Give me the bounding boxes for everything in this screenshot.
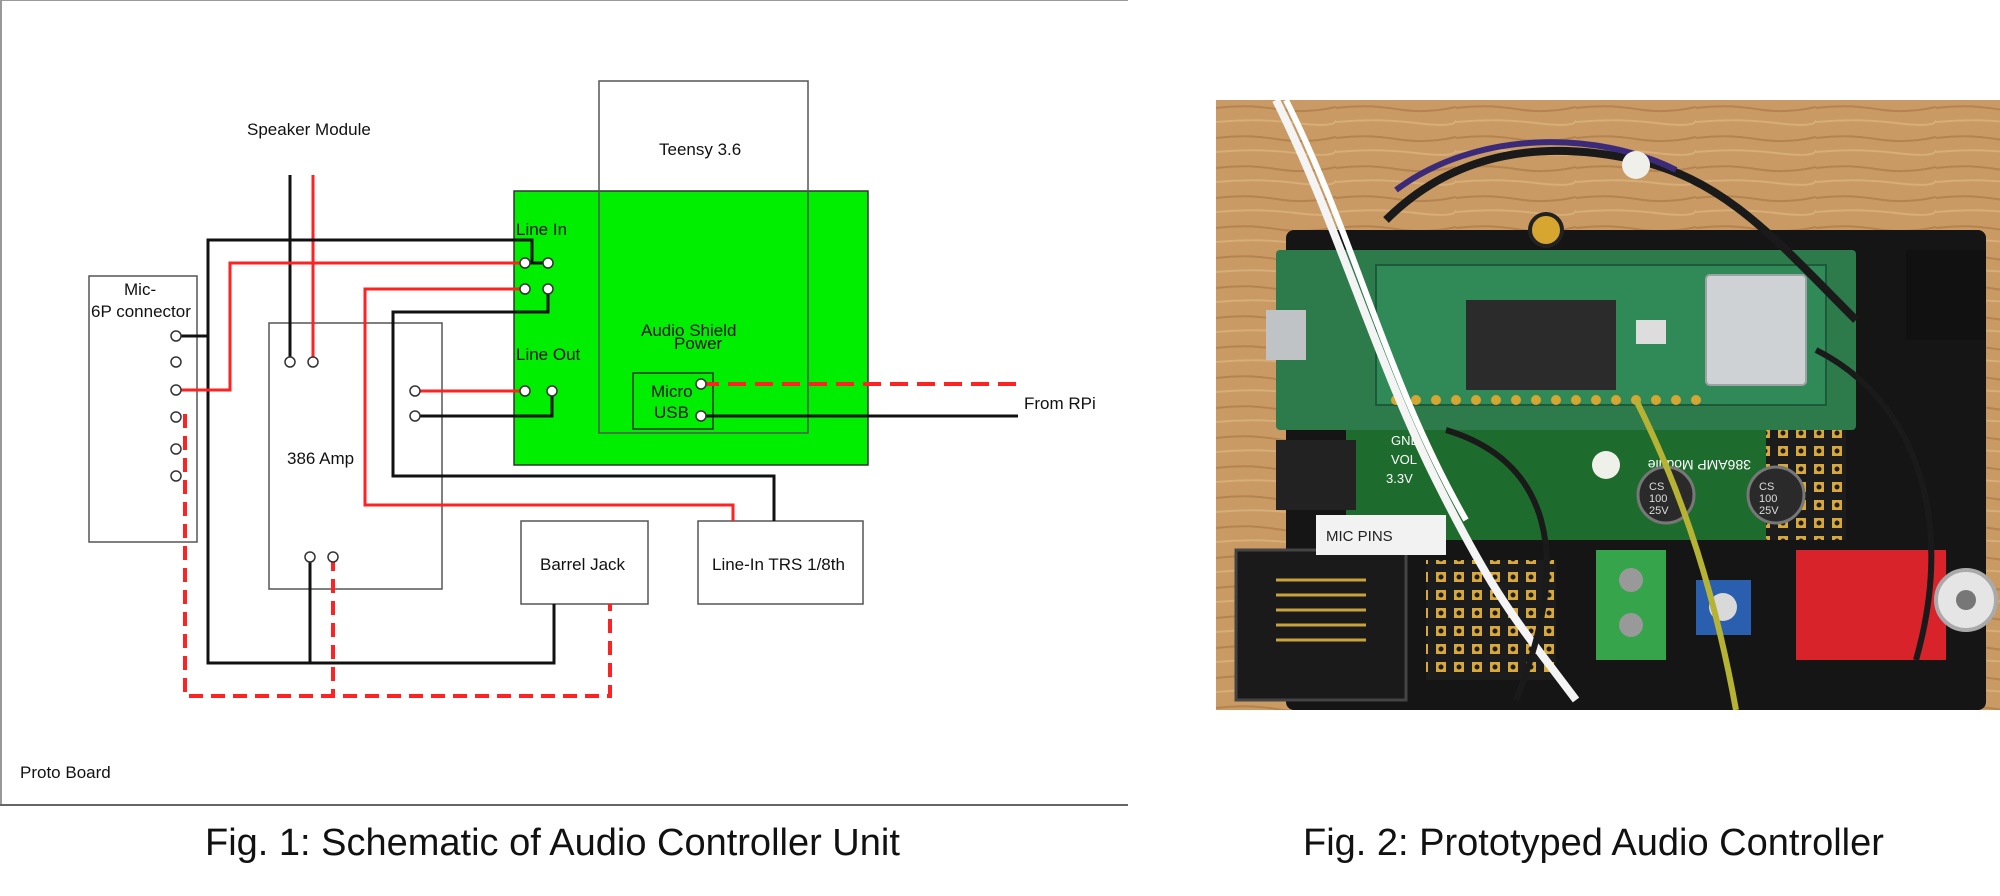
- prototype-photo: 386AMP Module GND VOL 3.3V MIC PINS CS 1…: [1216, 100, 2000, 710]
- mic-label-line2: 6P connector: [91, 302, 191, 321]
- zip-tie-1: [1622, 151, 1650, 179]
- black-wire-2: [1814, 347, 1935, 661]
- mic-label-line1: Mic-: [124, 280, 156, 299]
- mic-connector-box: [88, 275, 198, 543]
- amp-box: [268, 322, 443, 590]
- trs-black-wire: [391, 287, 776, 521]
- figure-1-caption: Fig. 1: Schematic of Audio Controller Un…: [205, 822, 900, 864]
- rca-jack: [1796, 550, 1946, 660]
- micro-usb-label-line1: Micro: [651, 382, 693, 401]
- micro-usb-label-line2: USB: [654, 403, 689, 422]
- black-wire-3: [1445, 427, 1550, 702]
- rj-contacts: [1276, 578, 1366, 642]
- line-in-label: Line In: [516, 220, 567, 239]
- line-out-label: Line Out: [516, 345, 581, 364]
- teensy-button: [1636, 320, 1666, 344]
- from-rpi-label: From RPi: [1024, 394, 1096, 413]
- capacitor-2-label-c: 25V: [1759, 505, 1779, 517]
- white-wire-1: [1272, 100, 1580, 703]
- capacitor-1-label-a: CS: [1649, 481, 1664, 493]
- zip-tie-2: [1592, 451, 1620, 479]
- proto-board-label: Proto Board: [20, 763, 111, 782]
- capacitor-2-label-a: CS: [1759, 481, 1774, 493]
- mounting-hole: [1528, 212, 1564, 248]
- teensy-chip: [1466, 300, 1616, 390]
- line-out-black-wire: [415, 391, 554, 418]
- teensy-pin-row: [1391, 395, 1701, 405]
- audio-shield-label-line2: Power: [674, 334, 723, 353]
- capacitor-1-label-c: 25V: [1649, 505, 1669, 517]
- schematic-diagram: Speaker Module Teensy 3.6 Mic- 6P connec…: [0, 0, 1128, 806]
- trs-red-wire: [363, 287, 735, 521]
- mic-pins-label-tag: [1316, 515, 1446, 555]
- micro-usb-box: [632, 372, 714, 430]
- v33-label: 3.3V: [1386, 471, 1413, 486]
- yellow-wire: [1633, 398, 1739, 710]
- terminal-block: [1596, 550, 1666, 660]
- audio-shield-label-line1: Audio Shield: [641, 321, 736, 340]
- mic-to-line-in-red-wire: [176, 261, 525, 392]
- capacitor-1-label-b: 100: [1649, 493, 1667, 505]
- figure-2-caption: Fig. 2: Prototyped Audio Controller: [1303, 822, 1884, 864]
- terminals: [170, 257, 707, 563]
- amp-label: 386 Amp: [287, 449, 354, 468]
- sd-card-slot: [1705, 274, 1807, 386]
- barrel-jack-component: [1906, 250, 1986, 340]
- barrel-jack-label: Barrel Jack: [540, 555, 626, 574]
- teensy-box: [598, 80, 809, 434]
- white-wire-2: [1283, 100, 1469, 522]
- mic-pins-label: MIC PINS: [1326, 528, 1393, 545]
- line-in-trs-box: [697, 520, 864, 605]
- micro-usb-connector: [1266, 310, 1306, 360]
- capacitor-2-label-b: 100: [1759, 493, 1777, 505]
- power-dashed-wire: [183, 414, 612, 698]
- ground-loop-wire: [206, 238, 556, 665]
- capacitor-2: [1746, 465, 1806, 525]
- headphone-jack: [1276, 440, 1356, 510]
- vol-label: VOL: [1391, 452, 1417, 467]
- barrel-jack-box: [520, 520, 649, 605]
- line-in-trs-label: Line-In TRS 1/8th: [712, 555, 845, 574]
- audio-shield-block: [513, 190, 869, 466]
- speaker-module-label: Speaker Module: [247, 120, 371, 139]
- teensy-label: Teensy 3.6: [659, 140, 741, 159]
